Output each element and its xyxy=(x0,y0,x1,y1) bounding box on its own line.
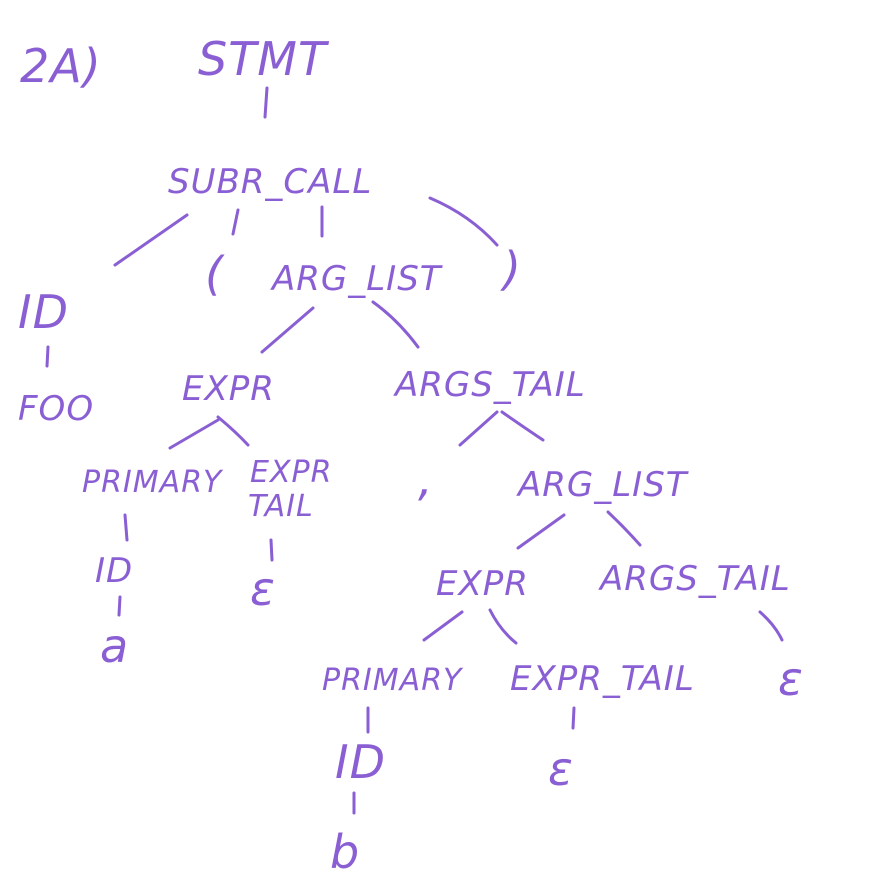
edge-stmt-subrcall xyxy=(263,86,269,119)
node-primary-1: PRIMARY xyxy=(82,465,224,500)
edge-exprtail-eps xyxy=(269,538,274,562)
edge-subrcall-id xyxy=(113,213,189,267)
edge-id-a xyxy=(117,595,122,617)
node-expr-tail-1-line1: EXPR xyxy=(250,455,332,490)
node-expr-tail-1-line2: TAIL xyxy=(248,489,314,524)
edge-subrcall-lparen xyxy=(231,208,240,236)
node-subr-call: SUBR_CALL xyxy=(168,162,372,202)
node-b: b xyxy=(330,825,360,879)
edge-argstail2-eps xyxy=(758,610,784,642)
node-id-2: ID xyxy=(95,551,133,591)
problem-label: 2A) xyxy=(20,39,102,93)
tree-nodes: STMT SUBR_CALL ID FOO ( ARG_LIST ) EXPR … xyxy=(18,32,804,879)
node-arg-list-1: ARG_LIST xyxy=(270,259,443,299)
edge-arglist2-expr xyxy=(516,513,566,550)
node-expr-tail-2: EXPR_TAIL xyxy=(510,659,695,699)
edge-exprtail2-eps xyxy=(571,706,576,730)
node-rparen: ) xyxy=(500,242,522,296)
edge-subrcall-rparen xyxy=(428,196,499,247)
edge-arglist2-argstail xyxy=(606,510,642,547)
edge-arglist-expr xyxy=(260,306,315,354)
node-epsilon-3: ε xyxy=(778,652,804,706)
edge-primary-id xyxy=(123,513,129,542)
node-epsilon-1: ε xyxy=(250,562,276,616)
node-id-1: ID xyxy=(18,285,69,339)
node-expr-2: EXPR xyxy=(436,564,529,604)
tree-edges xyxy=(45,86,784,815)
node-stmt: STMT xyxy=(198,32,330,86)
node-args-tail-1: ARGS_TAIL xyxy=(393,365,586,405)
edge-argstail-arglist xyxy=(500,410,545,442)
node-foo: FOO xyxy=(18,389,94,429)
node-a: a xyxy=(100,619,129,673)
node-id-3: ID xyxy=(335,735,386,789)
edge-argstail-comma xyxy=(458,410,499,447)
node-lparen: ( xyxy=(205,247,225,301)
edge-expr-exprtail xyxy=(216,415,250,447)
node-expr-1: EXPR xyxy=(182,369,275,409)
edge-expr2-exprtail xyxy=(488,608,518,645)
node-primary-2: PRIMARY xyxy=(322,663,464,698)
node-args-tail-2: ARGS_TAIL xyxy=(598,559,791,599)
node-comma: , xyxy=(418,452,434,506)
node-arg-list-2: ARG_LIST xyxy=(516,465,689,505)
edge-expr-primary xyxy=(168,418,220,450)
node-epsilon-2: ε xyxy=(548,742,574,796)
edge-id-foo xyxy=(45,345,50,368)
edge-expr2-primary xyxy=(422,610,464,642)
edge-arglist-argstail xyxy=(371,300,420,349)
